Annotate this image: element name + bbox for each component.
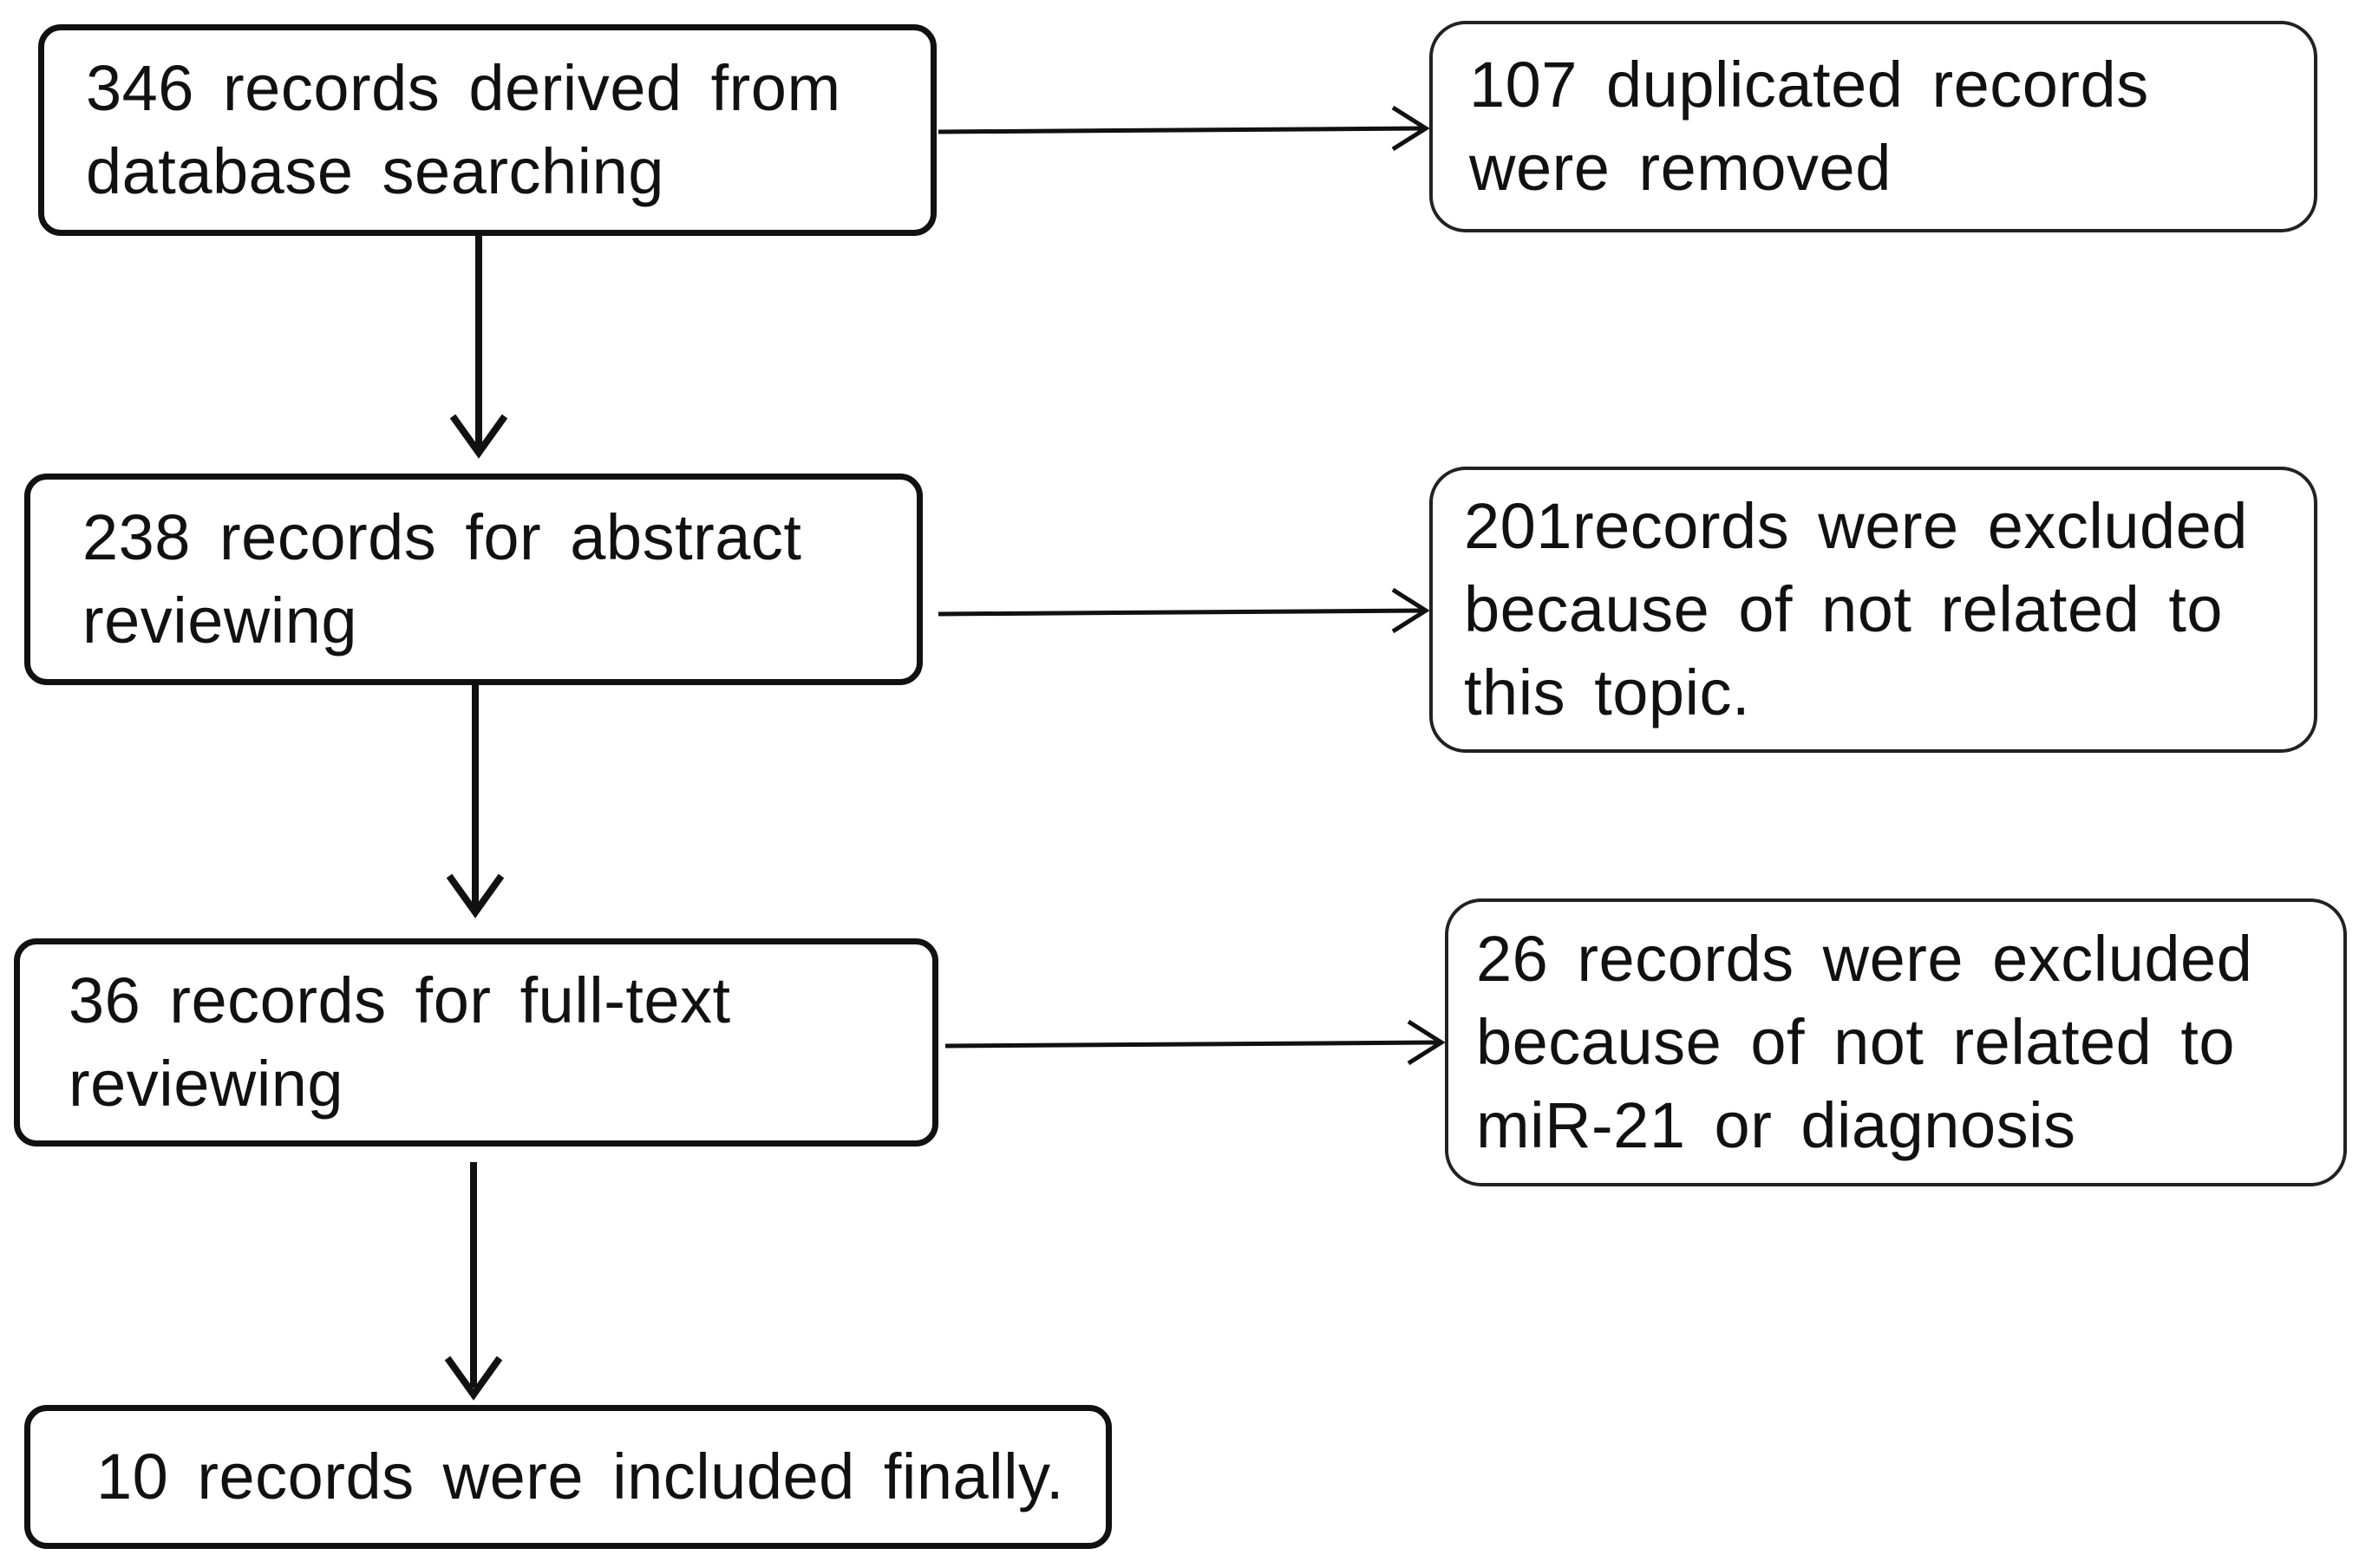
exclusion-box-duplicates: 107 duplicated records were removed xyxy=(1429,21,2317,232)
step-text-abstract-review: 238 records for abstract reviewing xyxy=(82,501,802,657)
exclusion-text-unrelated-topic: 201records were excluded because of not … xyxy=(1464,490,2248,728)
step-text-included: 10 records were included finally. xyxy=(96,1441,1065,1512)
side-arrow-1 xyxy=(938,105,1430,152)
step-box-full-text-review: 36 records for full-text reviewing xyxy=(14,938,938,1147)
exclusion-text-duplicates: 107 duplicated records were removed xyxy=(1469,49,2149,204)
side-arrow-2 xyxy=(938,587,1430,634)
step-box-abstract-review: 238 records for abstract reviewing xyxy=(24,474,923,685)
step-box-included: 10 records were included finally. xyxy=(24,1405,1112,1549)
down-arrow-1 xyxy=(449,225,508,459)
step-text-identified: 346 records derived from database search… xyxy=(86,52,841,207)
exclusion-box-unrelated-topic: 201records were excluded because of not … xyxy=(1429,467,2317,753)
down-arrow-3 xyxy=(444,1162,503,1401)
step-box-identified: 346 records derived from database search… xyxy=(38,24,937,236)
side-arrow-3 xyxy=(944,1019,1446,1066)
exclusion-text-unrelated-mir21: 26 records were excluded because of not … xyxy=(1476,923,2253,1161)
step-text-full-text-review: 36 records for full-text reviewing xyxy=(69,964,731,1120)
down-arrow-2 xyxy=(446,680,505,918)
exclusion-box-unrelated-mir21: 26 records were excluded because of not … xyxy=(1445,898,2347,1186)
